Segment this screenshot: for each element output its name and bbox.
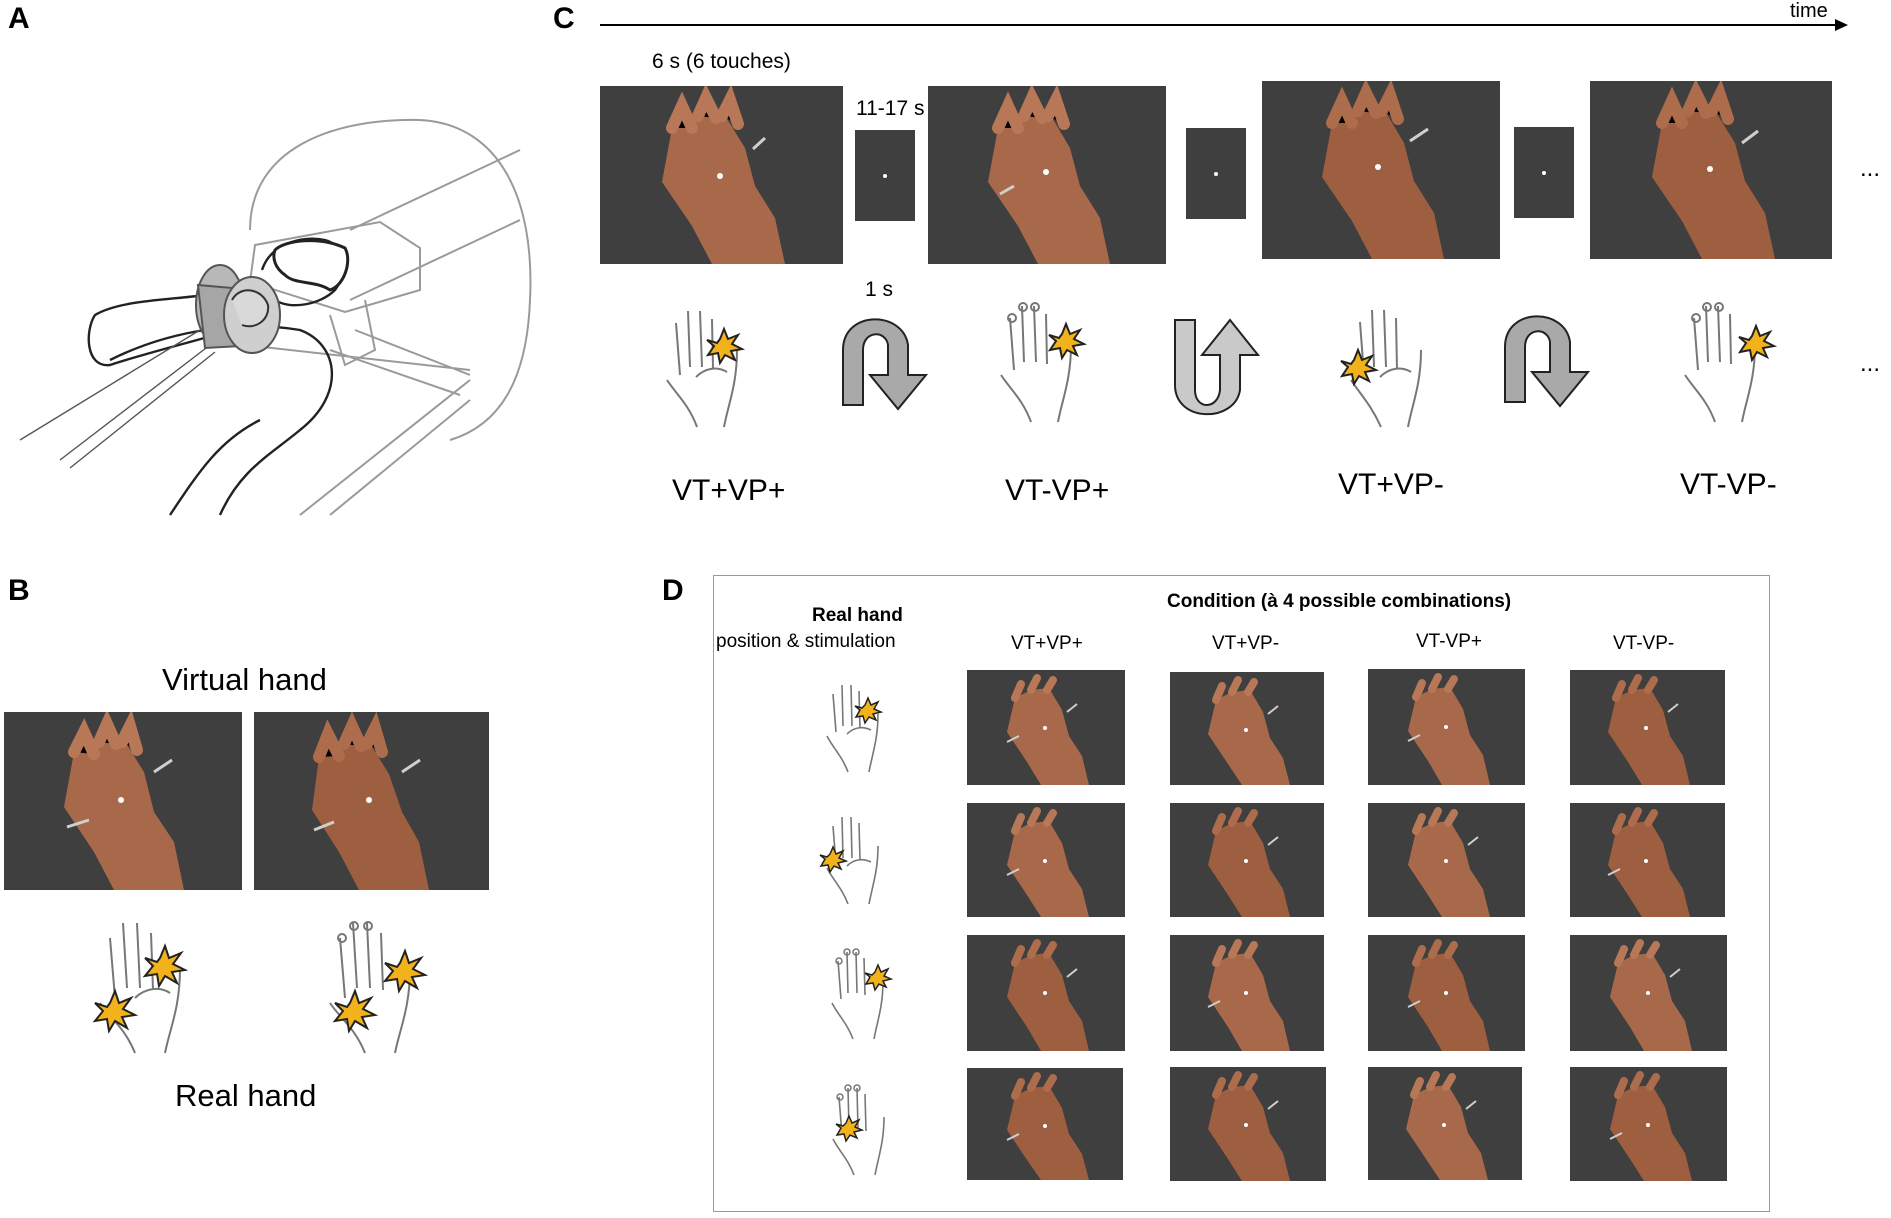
thumb-hand (1007, 939, 1089, 1051)
ellipsis-top: ... (1860, 155, 1881, 182)
row-header-subtitle: position & stimulation (716, 631, 896, 652)
panel-d-letter: D (662, 574, 684, 607)
thumb-hand (1006, 674, 1089, 785)
rotate-arrow-3 (1504, 315, 1591, 408)
panel-b-letter: B (8, 574, 30, 607)
thumb-hand (1610, 939, 1692, 1051)
grid-thumb-r2-c3 (1368, 803, 1525, 917)
thumb-hand (1407, 939, 1490, 1051)
fixation-screen-2 (1186, 128, 1246, 219)
panel-d-frame (713, 575, 1770, 1212)
grid-thumb-r3-c1 (967, 935, 1125, 1051)
grid-thumb-r4-c2 (1170, 1067, 1326, 1181)
virtual-hand-screen-palm (4, 712, 242, 890)
condition-label-2: VT-VP+ (1005, 474, 1110, 507)
grid-thumb-r4-c4 (1570, 1067, 1727, 1181)
block-screen-2 (928, 86, 1166, 264)
grid-thumb-r2-c1 (967, 803, 1125, 917)
ellipsis-bottom: ... (1860, 350, 1881, 377)
thumb-hand (1208, 807, 1290, 917)
fixation-dot (883, 174, 887, 178)
block-screen-1 (600, 86, 843, 264)
grid-thumb-r1-c1 (967, 670, 1125, 785)
grid-row-hand-icon-3 (831, 948, 894, 1040)
real-hand-icon-c3 (1339, 309, 1422, 428)
condition-grid-title: Condition (à 4 possible combinations) (1167, 591, 1512, 612)
thumb-hand (1408, 807, 1490, 917)
grid-row-hand-icon-1 (826, 684, 884, 773)
thumb-hand (1208, 676, 1290, 785)
fixation-screen-1 (855, 130, 915, 221)
grid-column-header-1: VT+VP+ (1011, 633, 1083, 654)
time-label: time (1790, 0, 1828, 22)
fixation-dot (1542, 171, 1546, 175)
grid-column-header-4: VT-VP- (1613, 633, 1675, 654)
grid-column-header-2: VT+VP- (1212, 633, 1280, 654)
scanner-illustration (19, 118, 532, 516)
real-hand-illustration-back (329, 921, 429, 1054)
rotate-arrow-1 (842, 318, 929, 411)
time-arrow (600, 19, 1848, 31)
thumb-hand (1609, 1071, 1692, 1181)
grid-thumb-r3-c3 (1368, 935, 1525, 1051)
grid-thumb-r1-c2 (1170, 672, 1324, 785)
thumb-hand (1407, 673, 1490, 785)
grid-thumb-r3-c4 (1570, 935, 1727, 1051)
virtual-hand-label: Virtual hand (162, 662, 327, 697)
block-screen-2-hand (988, 86, 1110, 264)
switch-duration-label: 1 s (865, 278, 894, 301)
grid-row-hand-icon-4 (832, 1084, 885, 1176)
real-hand-icon-c4 (1684, 302, 1778, 423)
grid-column-header-3: VT-VP+ (1416, 631, 1482, 652)
grid-thumb-r2-c4 (1570, 803, 1725, 917)
grid-row-hand-icon-2 (819, 816, 879, 905)
grid-thumb-r4-c3 (1368, 1067, 1522, 1180)
grid-thumb-r3-c2 (1170, 935, 1324, 1051)
virtual-hand-screen-back (254, 712, 489, 890)
real-hand-label: Real hand (175, 1078, 317, 1113)
grid-thumb-r1-c4 (1570, 670, 1725, 785)
block-screen-1-hand (662, 86, 785, 264)
block-screen-3-hand (1322, 81, 1444, 259)
condition-label-4: VT-VP- (1680, 468, 1777, 501)
real-hand-icon-c2 (1000, 302, 1088, 423)
condition-label-1: VT+VP+ (672, 474, 786, 507)
panel-c-letter: C (553, 2, 575, 35)
thumb-hand (1208, 1071, 1290, 1181)
iti-label: 11-17 s (856, 97, 925, 120)
thumb-hand (1207, 939, 1290, 1051)
grid-thumb-r2-c2 (1170, 803, 1324, 917)
block-screen-4-hand (1652, 81, 1775, 259)
condition-label-3: VT+VP- (1338, 468, 1444, 501)
fixation-dot (1214, 172, 1218, 176)
grid-thumb-r4-c1 (967, 1068, 1123, 1180)
thumb-hand (1006, 807, 1089, 917)
panel-a-letter: A (8, 2, 30, 35)
thumb-hand (1608, 674, 1690, 785)
real-hand-icon-c1 (666, 310, 746, 428)
thumb-hand (1607, 807, 1690, 917)
thumb-hand (1406, 1071, 1488, 1180)
virtual-hand-palm-image (64, 712, 184, 890)
block-screen-4 (1590, 81, 1832, 259)
fixation-screen-3 (1514, 127, 1574, 218)
thumb-hand (1006, 1072, 1089, 1180)
block-screen-3 (1262, 81, 1500, 259)
rotate-arrow-2 (1174, 318, 1261, 416)
row-header-title: Real hand (812, 605, 903, 626)
real-hand-illustration-palm (92, 922, 189, 1054)
duration-label: 6 s (6 touches) (652, 50, 791, 73)
virtual-hand-back-image (312, 712, 429, 890)
grid-thumb-r1-c3 (1368, 669, 1525, 785)
